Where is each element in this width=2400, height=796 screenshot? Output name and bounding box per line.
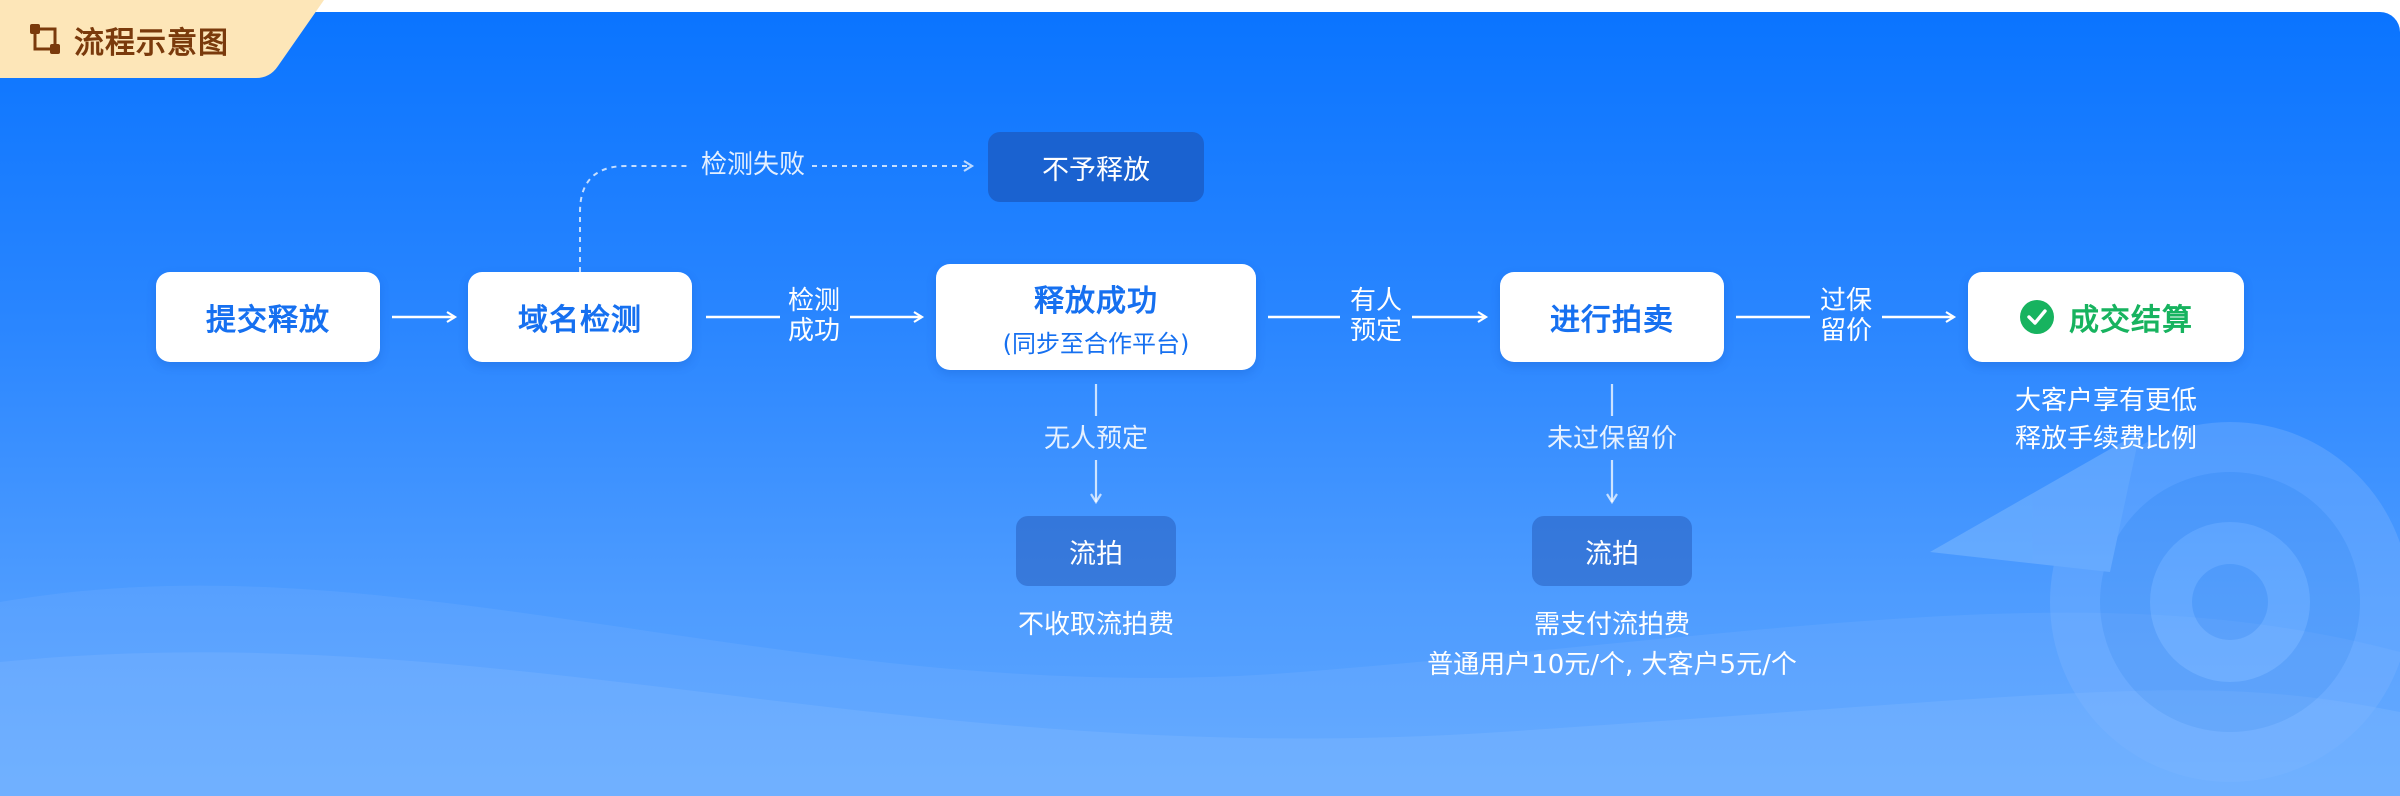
node-reject: 不予释放	[988, 132, 1204, 202]
node-submit-label: 提交释放	[206, 303, 330, 338]
node-deal: 成交结算	[1968, 272, 2244, 362]
check-circle-icon	[2020, 300, 2054, 334]
edge-label-reserved-line1: 有人	[1349, 286, 1402, 316]
wave-shape-1	[0, 585, 2400, 796]
wave-shape-2	[0, 652, 2400, 796]
dashed-line-check-fail-a	[579, 165, 688, 272]
node-check: 域名检测	[468, 272, 692, 362]
title-tag	[0, 0, 324, 78]
node-fail-2: 流拍	[1532, 516, 1692, 586]
node-release-sublabel: (同步至合作平台)	[1002, 329, 1190, 358]
note-deal-line2: 释放手续费比例	[2014, 424, 2197, 454]
edge-label-no-reserve: 无人预定	[1043, 424, 1148, 454]
node-auction-label: 进行拍卖	[1550, 303, 1674, 338]
node-fail-1: 流拍	[1016, 516, 1176, 586]
connectors	[392, 160, 1957, 505]
note-fail-2-line2: 普通用户10元/个, 大客户5元/个	[1427, 650, 1797, 680]
edge-label-reserve-price-line1: 过保	[1819, 286, 1872, 316]
node-release: 释放成功 (同步至合作平台)	[936, 264, 1256, 370]
node-release-label: 释放成功	[1034, 283, 1158, 319]
edge-label-below-reserve: 未过保留价	[1546, 424, 1677, 454]
flow-chart-icon	[30, 24, 60, 54]
note-fail-1: 不收取流拍费	[1017, 610, 1174, 640]
node-deal-label: 成交结算	[2069, 303, 2193, 338]
background-decoration	[0, 422, 2400, 796]
edge-label-check-ok-line1: 检测	[787, 286, 840, 316]
target-decoration-icon	[1930, 422, 2400, 782]
title-tag-label: 流程示意图	[74, 26, 229, 61]
edge-label-reserve-price-line2: 留价	[1819, 316, 1872, 346]
node-auction: 进行拍卖	[1500, 272, 1724, 362]
edge-label-check-ok-line2: 成功	[787, 316, 840, 346]
node-check-label: 域名检测	[518, 303, 642, 338]
edge-label-reserved-line2: 预定	[1349, 316, 1402, 346]
note-fail-2-line1: 需支付流拍费	[1533, 610, 1690, 640]
node-submit: 提交释放	[156, 272, 380, 362]
title-tag-shape	[0, 0, 324, 78]
edge-label-check-fail: 检测失败	[700, 150, 805, 180]
diagram-panel: 提交释放 域名检测 释放成功 (同步至合作平台) 进行拍卖 成交结算 不予释放 …	[0, 12, 2400, 796]
note-deal-line1: 大客户享有更低	[2014, 386, 2197, 416]
